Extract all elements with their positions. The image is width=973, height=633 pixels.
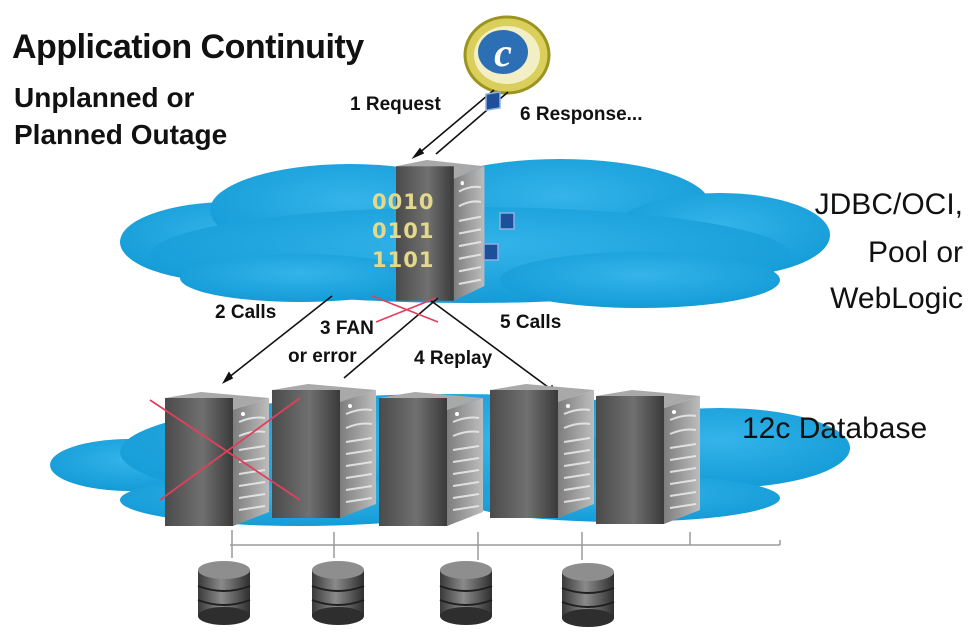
- db-server-3: [378, 391, 484, 527]
- middle-tier-label-line-2: Pool or: [867, 236, 963, 269]
- db-server-4: [489, 383, 595, 519]
- client-icon-letter: c: [494, 30, 512, 75]
- binary-data-overlay: 0010 0101 1101: [372, 188, 434, 275]
- db-server-5: [595, 389, 701, 525]
- subtitle-line-1: Unplanned or: [14, 82, 195, 113]
- middle-tier-label-line-1: JDBC/OCI,: [814, 188, 963, 221]
- middle-tier-label-line-3: WebLogic: [830, 282, 963, 315]
- storage-connectors: [230, 530, 781, 560]
- storage-disk-3: [439, 560, 493, 626]
- storage-disk-1: [197, 560, 251, 626]
- step-request-label: 1 Request: [350, 94, 441, 115]
- step-calls-2-label: 2 Calls: [215, 302, 277, 323]
- binary-line-1: 0010: [372, 190, 435, 214]
- binary-line-2: 0101: [372, 219, 435, 243]
- storage-disk-4: [561, 562, 615, 628]
- binary-line-3: 1101: [372, 248, 435, 272]
- step-fan-label-line-2: or error: [288, 346, 357, 367]
- step-calls-5-label: 5 Calls: [500, 312, 562, 333]
- connection-pool-icon: [483, 90, 515, 261]
- step-fan-label-line-1: 3 FAN: [320, 318, 374, 339]
- client-app-icon: c: [463, 15, 551, 95]
- diagram-title: Application Continuity: [12, 28, 364, 66]
- failed-node-cross: [149, 397, 301, 501]
- subtitle-line-2: Planned Outage: [14, 119, 228, 150]
- db-server-2: [271, 383, 377, 519]
- database-tier-label: 12c Database: [742, 412, 928, 445]
- fan-error-cross: [371, 295, 439, 323]
- step-replay-label: 4 Replay: [414, 348, 493, 369]
- storage-disk-2: [311, 560, 365, 626]
- step-response-label: 6 Response...: [520, 104, 643, 125]
